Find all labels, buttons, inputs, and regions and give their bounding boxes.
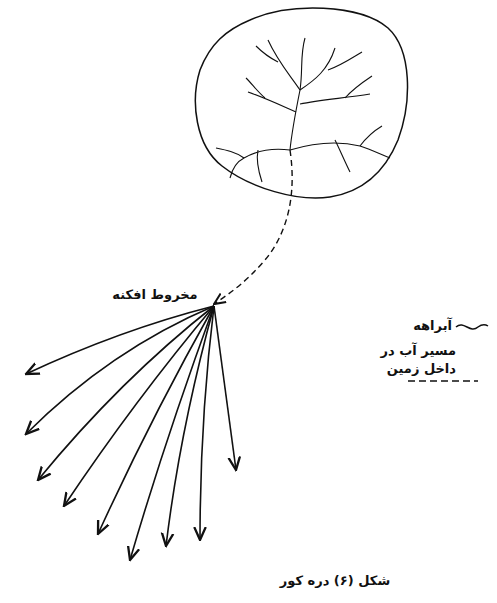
streams bbox=[216, 38, 390, 182]
fan-arrows bbox=[26, 306, 236, 560]
legend-text: آبراهه bbox=[392, 317, 452, 335]
stream-sample bbox=[456, 325, 488, 329]
basin-outline bbox=[195, 8, 407, 198]
dashed-sample bbox=[408, 380, 478, 382]
caption: شکل (۶) دره کور bbox=[240, 572, 430, 590]
legend-text: مسیر آب در داخل زمین bbox=[360, 342, 456, 377]
fan-label: مخروط افکنه bbox=[100, 286, 210, 304]
underground-path bbox=[214, 150, 292, 304]
